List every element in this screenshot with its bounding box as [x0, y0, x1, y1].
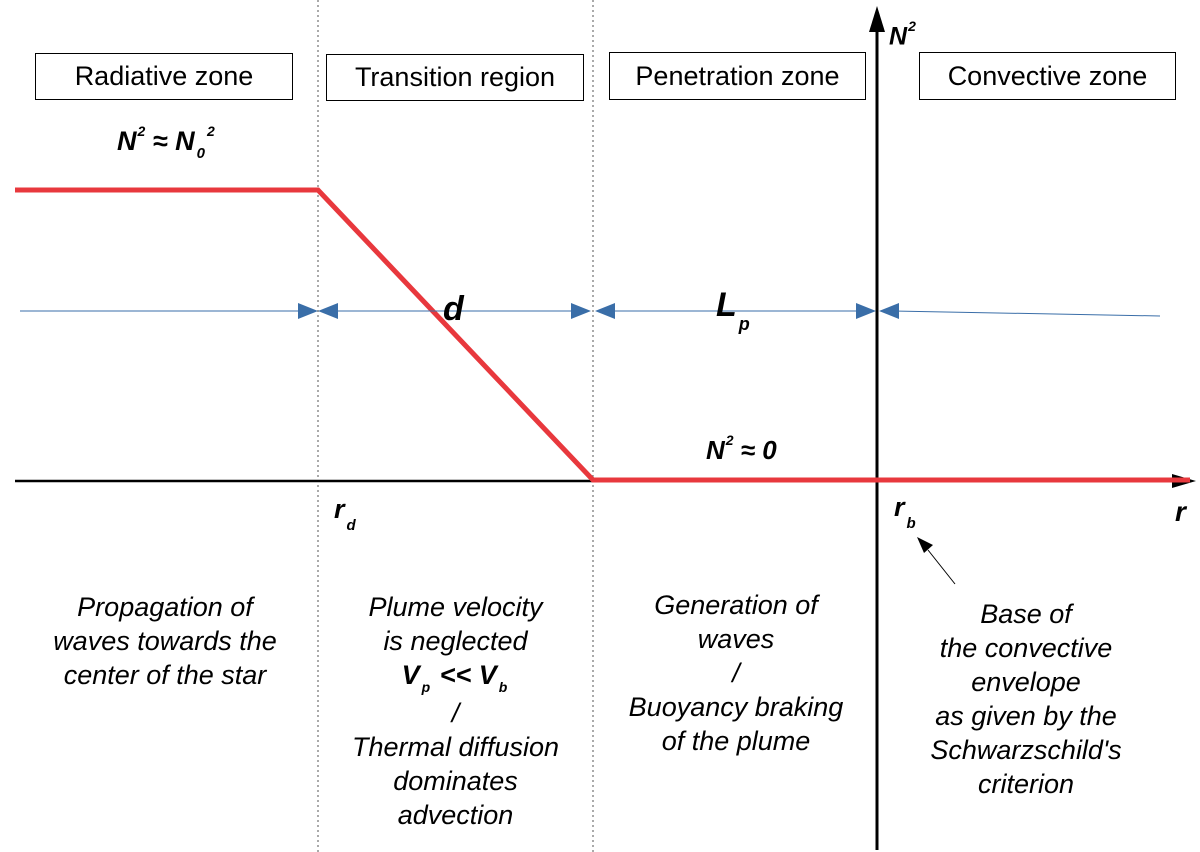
zone-convective-label: Convective zone [947, 60, 1148, 91]
n2-axis-arrowhead [869, 6, 885, 32]
d-label: d [443, 290, 464, 328]
arrowhead-left-at-transition-end [595, 303, 615, 319]
arrowhead-left-at-rb [879, 303, 899, 319]
arrowhead-right-at-transition-end [571, 303, 591, 319]
penetration-description: Generation of waves / Buoyancy braking o… [628, 590, 844, 756]
zone-radiative-label: Radiative zone [74, 61, 254, 91]
n2-approx-zero-label: N2 ≈ 0 [706, 432, 777, 465]
radiative-description: Propagation of waves towards the center … [53, 592, 277, 690]
arrowhead-right-at-rb [856, 303, 876, 319]
zone-penetration-box: Penetration zone [609, 52, 866, 100]
zone-penetration-label: Penetration zone [635, 60, 840, 91]
n2-profile-line [15, 187, 1190, 483]
rd-label: rd [334, 494, 356, 534]
zone-transition-label: Transition region [354, 62, 556, 92]
dimension-line-right [892, 310, 1161, 317]
arrowhead-left-at-rd [318, 303, 338, 319]
arrowhead-right-at-rd [298, 303, 318, 319]
x-axis-label: r [1175, 496, 1186, 527]
zone-transition-box: Transition region [326, 54, 584, 101]
zone-radiative-box: Radiative zone [35, 53, 293, 100]
rb-label: rb [894, 492, 916, 532]
convective-description: Base of the convective envelope as given… [930, 599, 1122, 799]
zone-convective-box: Convective zone [919, 52, 1176, 100]
y-axis-label: N2 [889, 18, 916, 51]
rb-pointer-arrowhead [917, 537, 933, 553]
rb-pointer-line [927, 549, 956, 585]
